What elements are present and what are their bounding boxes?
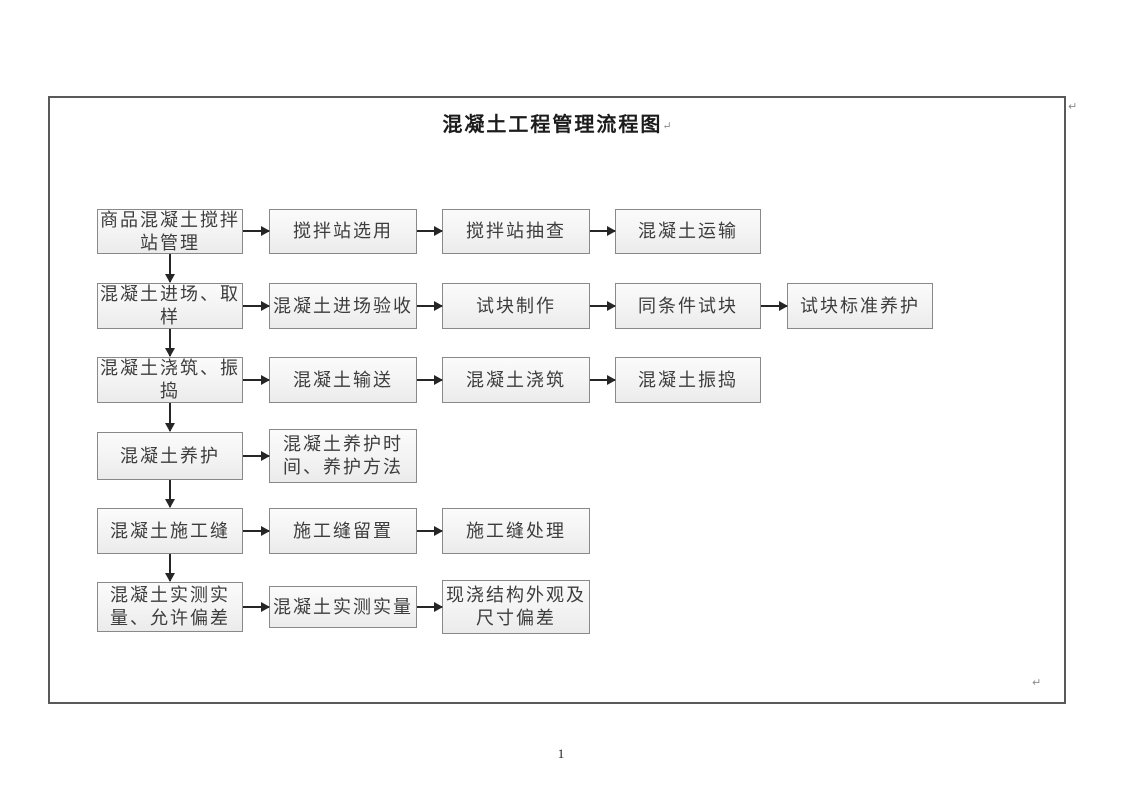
flow-box-concrete-conveying[interactable]: 混凝土输送 [269,357,417,403]
flow-arrow-right [417,230,442,232]
page-title-text: 混凝土工程管理流程图 [442,114,663,136]
paragraph-return-mark: ↵ [662,120,672,133]
flow-arrow-down [169,480,171,507]
flow-box-construction-joint[interactable]: 混凝土施工缝 [97,508,243,554]
flow-arrow-right [417,606,442,608]
flow-box-actual-measurement-allowable-deviation[interactable]: 混凝土实测实 量、允许偏差 [97,582,243,632]
flow-box-concrete-vibrating[interactable]: 混凝土振捣 [615,357,761,403]
flow-box-label: 同条件试块 [638,295,738,316]
page-number: 1 [557,746,565,761]
flow-arrow-down [169,554,171,581]
flow-box-label: 混凝土进场验收 [273,295,413,316]
flow-box-label: 混凝土振捣 [638,369,738,390]
flow-arrow-down [169,403,171,431]
paragraph-return-mark: ↵ [1068,100,1078,113]
flow-arrow-down [169,254,171,282]
flow-arrow-right [243,455,269,457]
flow-arrow-right [243,530,269,532]
flow-box-label: 施工缝留置 [293,520,393,541]
flow-arrow-right [417,305,442,307]
page-title: 混凝土工程管理流程图↵ [50,112,1064,139]
flow-box-label: 施工缝处理 [466,520,566,541]
flow-box-same-condition-test-block[interactable]: 同条件试块 [615,283,761,329]
flow-arrow-right [761,305,787,307]
flow-box-label: 混凝土养护 [120,445,220,466]
flow-box-label: 搅拌站抽查 [466,221,566,241]
flow-box-label: 搅拌站选用 [293,221,393,241]
flow-box-commercial-concrete-mixing-station-management[interactable]: 商品混凝土搅拌 站管理 [97,209,243,254]
flow-box-label: 混凝土运输 [638,221,738,241]
flow-box-test-block-standard-curing[interactable]: 试块标准养护 [787,283,933,329]
flow-arrow-right [590,230,615,232]
flow-arrow-right [590,305,615,307]
flow-box-cast-in-place-appearance-dimension-deviation[interactable]: 现浇结构外观及 尺寸偏差 [442,580,590,634]
flow-box-actual-measurement[interactable]: 混凝土实测实量 [269,586,417,628]
flow-box-label: 混凝土浇筑 [466,369,566,390]
paragraph-return-mark: ↵ [1032,676,1042,689]
document-page: 混凝土工程管理流程图↵ 商品混凝土搅拌 站管理 搅拌站选用 搅拌站抽查 混凝土运… [48,96,1066,704]
flow-box-mixing-station-spot-check[interactable]: 搅拌站抽查 [442,209,590,254]
flow-box-label: 混凝土输送 [293,369,393,390]
flow-arrow-right [590,379,615,381]
flow-box-concrete-transport[interactable]: 混凝土运输 [615,209,761,254]
flow-box-construction-joint-treatment[interactable]: 施工缝处理 [442,508,590,554]
flow-box-label: 混凝土实测实量 [273,596,413,617]
flow-arrow-right [243,379,269,381]
flow-box-concrete-pouring-vibrating[interactable]: 混凝土浇筑、振 捣 [97,357,243,403]
flow-box-construction-joint-placement[interactable]: 施工缝留置 [269,508,417,554]
flow-arrow-right [417,379,442,381]
flow-box-concrete-arrival-sampling[interactable]: 混凝土进场、取 样 [97,283,243,329]
flow-arrow-down [169,329,171,356]
flow-box-label: 商品混凝土搅拌 站管理 [100,209,240,253]
flow-box-curing-time-method[interactable]: 混凝土养护时 间、养护方法 [269,429,417,483]
flow-box-label: 试块标准养护 [800,295,920,316]
flow-box-label: 混凝土施工缝 [110,520,230,541]
flow-arrow-right [243,230,269,232]
flow-arrow-right [243,606,269,608]
flow-box-label: 混凝土养护时 间、养护方法 [283,434,403,477]
flow-box-concrete-pouring[interactable]: 混凝土浇筑 [442,357,590,403]
flow-box-test-block-making[interactable]: 试块制作 [442,283,590,329]
flow-box-label: 现浇结构外观及 尺寸偏差 [446,585,586,628]
flow-box-label: 试块制作 [476,295,556,316]
flow-box-label: 混凝土浇筑、振 捣 [100,358,240,401]
flow-box-label: 混凝土进场、取 样 [100,284,240,327]
flow-box-concrete-curing[interactable]: 混凝土养护 [97,432,243,480]
flow-box-concrete-arrival-acceptance[interactable]: 混凝土进场验收 [269,283,417,329]
flow-arrow-right [243,305,269,307]
flow-box-mixing-station-selection[interactable]: 搅拌站选用 [269,209,417,254]
flow-box-label: 混凝土实测实 量、允许偏差 [110,585,230,628]
flow-arrow-right [417,530,442,532]
